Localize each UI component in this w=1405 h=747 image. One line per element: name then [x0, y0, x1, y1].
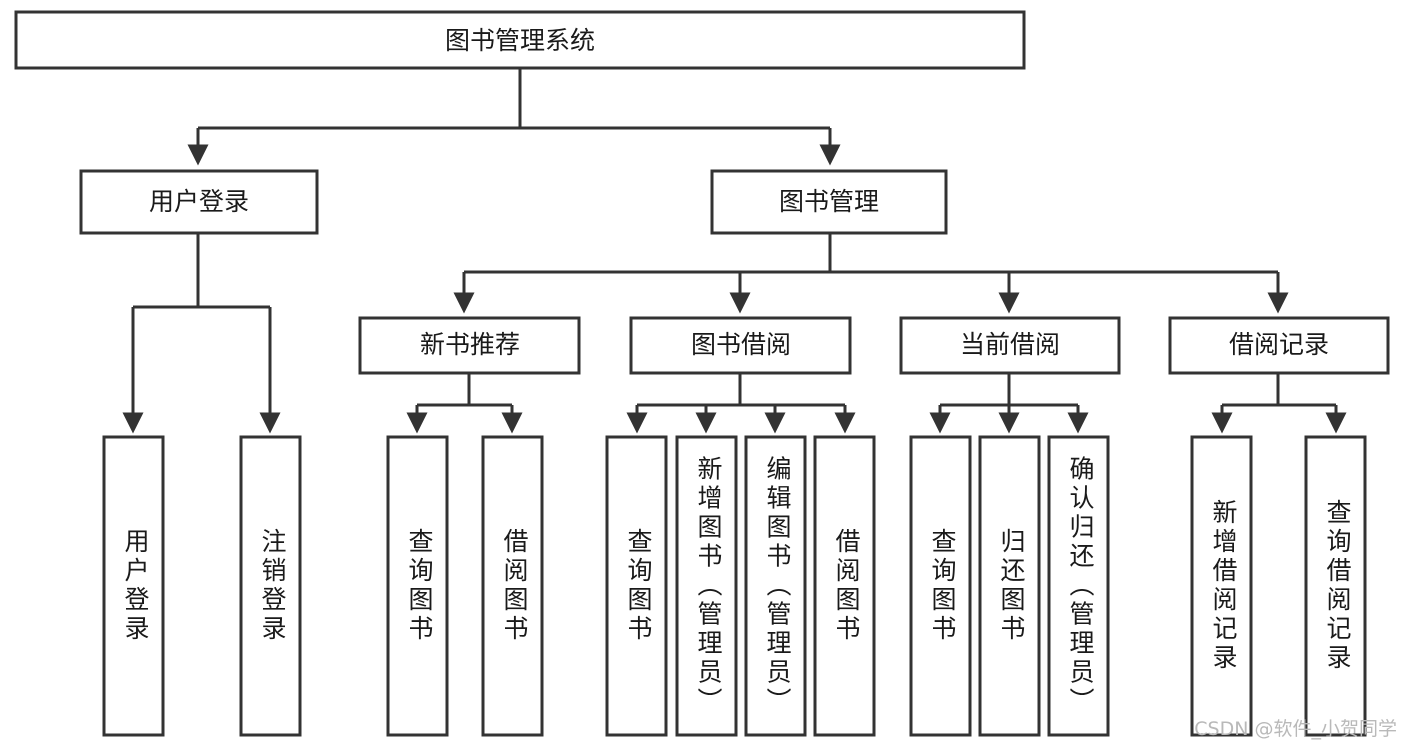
node-leaf-book-borrow-1[interactable]: 新增图书（管理员） [675, 435, 738, 737]
node-leaf-current-borrow-2-box[interactable] [1047, 435, 1110, 737]
edge-group-root [187, 68, 841, 166]
node-book-borrow-box[interactable] [629, 316, 852, 375]
node-leaf-book-borrow-0-label: 查询图书 [624, 528, 653, 644]
node-leaf-user-login-0[interactable]: 用户登录 [102, 435, 165, 737]
node-leaf-book-borrow-0-box[interactable] [605, 435, 668, 737]
node-root[interactable]: 图书管理系统 [14, 10, 1026, 70]
node-leaf-borrow-record-0-label: 新增借阅记录 [1209, 499, 1238, 673]
node-leaf-current-borrow-0-label: 查询图书 [928, 528, 957, 644]
node-leaf-current-borrow-2[interactable]: 确认归还（管理员） [1047, 435, 1110, 737]
edge-group-borrow-record [1211, 373, 1347, 434]
node-current-borrow-label: 当前借阅 [960, 330, 1060, 359]
node-leaf-new-book-0[interactable]: 查询图书 [386, 435, 449, 737]
node-leaf-book-borrow-2-label: 编辑图书（管理员） [763, 456, 792, 717]
node-leaf-user-login-0-box[interactable] [102, 435, 165, 737]
node-book-borrow[interactable]: 图书借阅 [629, 316, 852, 375]
node-user-login[interactable]: 用户登录 [79, 169, 319, 235]
node-leaf-book-borrow-2-box[interactable] [744, 435, 807, 737]
node-user-login-label: 用户登录 [149, 187, 249, 216]
node-new-book-recommend-label: 新书推荐 [420, 330, 520, 359]
node-leaf-book-borrow-3-box[interactable] [813, 435, 876, 737]
node-leaf-new-book-1-box[interactable] [481, 435, 544, 737]
node-leaf-user-login-1-box[interactable] [239, 435, 302, 737]
node-leaf-new-book-1[interactable]: 借阅图书 [481, 435, 544, 737]
node-leaf-current-borrow-0[interactable]: 查询图书 [909, 435, 972, 737]
node-new-book-recommend[interactable]: 新书推荐 [358, 316, 581, 375]
node-leaf-borrow-record-0-box[interactable] [1190, 435, 1253, 737]
node-root-box[interactable] [14, 10, 1026, 70]
node-leaf-borrow-record-1-label: 查询借阅记录 [1323, 499, 1352, 673]
node-leaf-user-login-0-label: 用户登录 [121, 528, 150, 644]
node-borrow-record-box[interactable] [1168, 316, 1390, 375]
edge-group-book-borrow [626, 373, 856, 434]
node-new-book-recommend-box[interactable] [358, 316, 581, 375]
node-leaf-current-borrow-1-label: 归还图书 [997, 528, 1026, 644]
node-borrow-record-label: 借阅记录 [1229, 330, 1329, 359]
node-leaf-new-book-0-box[interactable] [386, 435, 449, 737]
node-leaf-user-login-1-label: 注销登录 [258, 528, 287, 644]
node-leaf-new-book-0-label: 查询图书 [405, 528, 434, 644]
node-leaf-book-borrow-3-label: 借阅图书 [832, 528, 861, 644]
node-user-login-box[interactable] [79, 169, 319, 235]
node-current-borrow[interactable]: 当前借阅 [899, 316, 1121, 375]
node-leaf-book-borrow-2[interactable]: 编辑图书（管理员） [744, 435, 807, 737]
node-book-manage-box[interactable] [710, 169, 948, 235]
node-leaf-current-borrow-2-label: 确认归还（管理员） [1066, 456, 1095, 717]
node-leaf-new-book-1-label: 借阅图书 [500, 528, 529, 644]
node-leaf-book-borrow-0[interactable]: 查询图书 [605, 435, 668, 737]
node-leaf-borrow-record-0[interactable]: 新增借阅记录 [1190, 435, 1253, 737]
node-book-manage[interactable]: 图书管理 [710, 169, 948, 235]
node-leaf-current-borrow-1[interactable]: 归还图书 [978, 435, 1041, 737]
node-leaf-user-login-1[interactable]: 注销登录 [239, 435, 302, 737]
node-current-borrow-box[interactable] [899, 316, 1121, 375]
edge-group-new-book [406, 373, 523, 434]
node-leaf-book-borrow-3[interactable]: 借阅图书 [813, 435, 876, 737]
node-leaf-book-borrow-1-box[interactable] [675, 435, 738, 737]
node-leaf-current-borrow-0-box[interactable] [909, 435, 972, 737]
node-borrow-record[interactable]: 借阅记录 [1168, 316, 1390, 375]
node-leaf-borrow-record-1-box[interactable] [1304, 435, 1367, 737]
edge-group-current-borrow [929, 373, 1089, 434]
edge-group-user-login [122, 233, 281, 434]
edge-group-book-manage [453, 233, 1289, 314]
node-book-borrow-label: 图书借阅 [691, 330, 791, 359]
node-leaf-current-borrow-1-box[interactable] [978, 435, 1041, 737]
node-root-label: 图书管理系统 [445, 26, 595, 55]
node-leaf-borrow-record-1[interactable]: 查询借阅记录 [1304, 435, 1367, 737]
node-leaf-book-borrow-1-label: 新增图书（管理员） [694, 456, 723, 717]
node-book-manage-label: 图书管理 [779, 187, 879, 216]
